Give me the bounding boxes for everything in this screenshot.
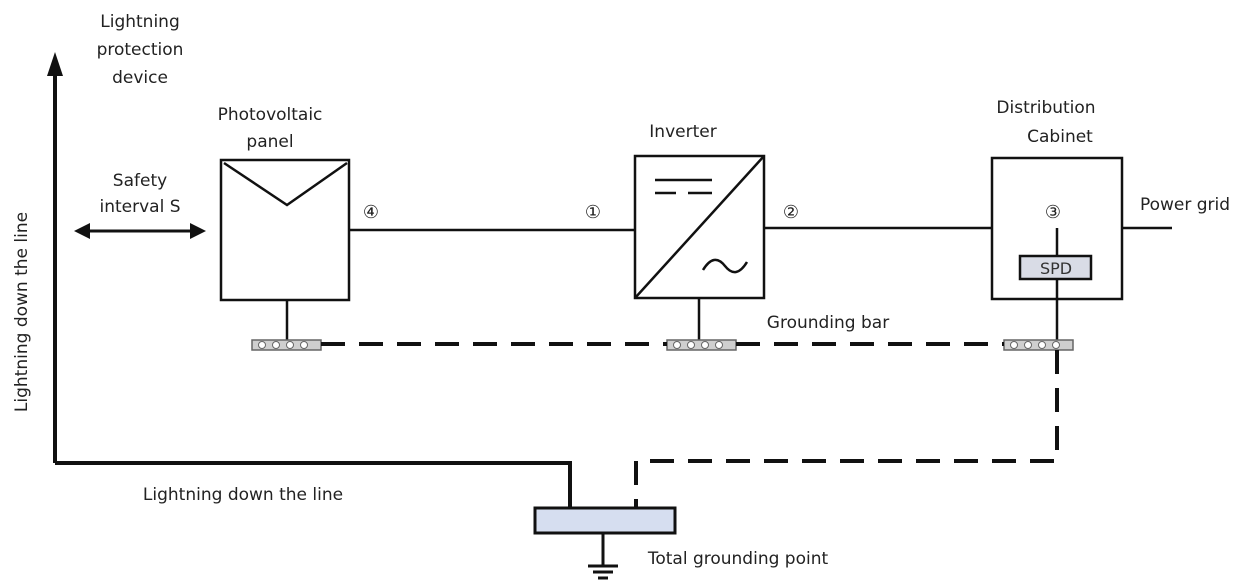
lightning-down-line-vertical-label: Lightning down the line (12, 212, 32, 412)
marker-pv-output: ④ (363, 202, 379, 223)
pv-panel-label-line-2: panel (246, 132, 293, 152)
total-grounding-point: Total grounding point (533, 506, 829, 580)
safety-interval: Safety interval S (74, 171, 206, 239)
ground-plate (533, 506, 677, 535)
marker-ac-output: ② (783, 202, 799, 223)
spd-box (1018, 254, 1093, 281)
pv-panel: Photovoltaic panel (218, 105, 351, 340)
safety-interval-label-line-2: interval S (99, 197, 180, 217)
power-grid-label: Power grid (1140, 195, 1230, 215)
grounding-bar-pv (251, 339, 322, 351)
marker-dc-input: ① (585, 202, 601, 223)
up-arrow-icon (47, 52, 63, 76)
right-arrowhead-icon (190, 223, 206, 239)
lightning-protection-device-label-line-3: device (112, 68, 168, 88)
lightning-protection-device-label-line-2: protection (97, 40, 184, 60)
safety-interval-label-line-1: Safety (113, 171, 167, 191)
distribution-cabinet: Distribution Cabinet ③ SPD (990, 98, 1124, 345)
inverter-diagonal (634, 155, 765, 299)
bonding-dashed-line-to-ground (634, 350, 1059, 508)
pv-panel-label-line-1: Photovoltaic (218, 105, 323, 125)
lightning-down-line-horizontal-label: Lightning down the line (143, 485, 343, 505)
left-arrowhead-icon (74, 223, 90, 239)
pv-panel-box (219, 158, 351, 302)
lightning-protection-device-label-line-1: Lightning (100, 12, 180, 32)
inverter-label: Inverter (649, 122, 716, 142)
lightning-protection-device: Lightning protection device (47, 12, 183, 463)
distribution-cabinet-label-line-1: Distribution (996, 98, 1095, 118)
pv-panel-symbol-icon (223, 161, 348, 207)
ac-sine-icon (701, 258, 749, 274)
total-grounding-point-label: Total grounding point (647, 549, 829, 569)
spd-label: SPD (1040, 259, 1072, 278)
grounding-bar-inverter (666, 339, 737, 351)
horizontal-down-conductor (55, 461, 572, 508)
distribution-cabinet-label-line-2: Cabinet (1027, 127, 1093, 147)
marker-cabinet: ③ (1045, 202, 1061, 223)
grounding-bar-cabinet (1003, 339, 1074, 351)
grounding-bar-label: Grounding bar (767, 313, 889, 333)
inverter: Inverter (633, 122, 766, 340)
